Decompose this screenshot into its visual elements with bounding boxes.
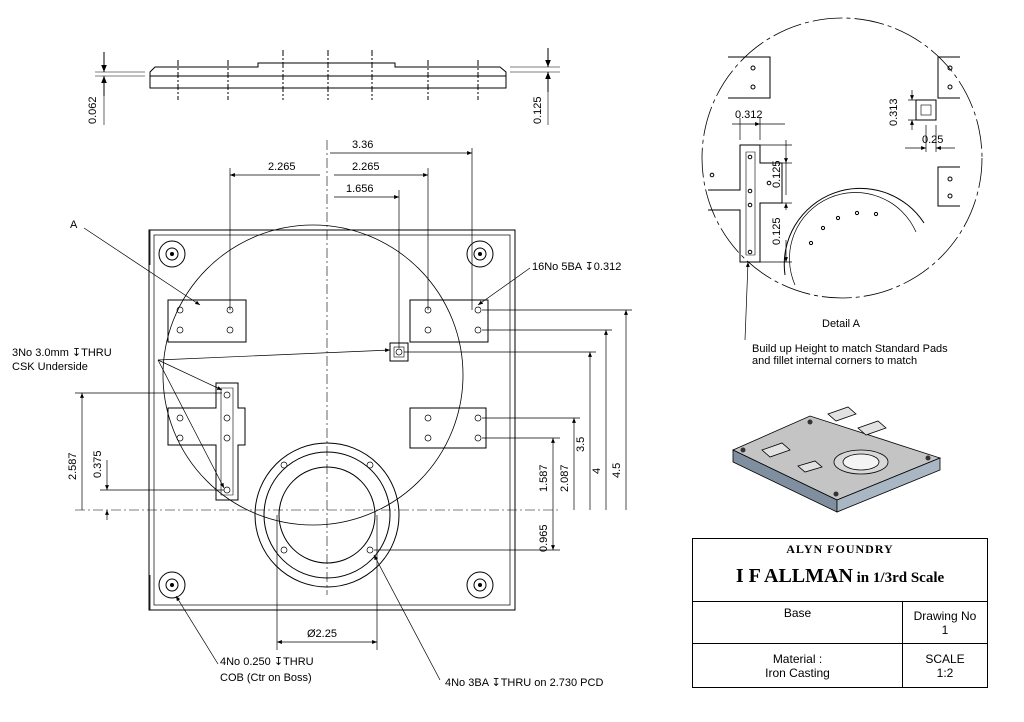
label-3-holes-2: CSK Underside: [12, 361, 88, 373]
company-name: ALYN FOUNDRY: [786, 541, 894, 556]
horizontal-dims: [229, 148, 473, 348]
scale-label: SCALE: [925, 651, 965, 666]
label-4-holes-2: COB (Ctr on Boss): [220, 672, 312, 684]
dim-2-587: 2.587: [67, 452, 79, 480]
plan-view: [148, 224, 516, 611]
drawing-title-main: I F ALLMAN: [735, 565, 853, 587]
scale-value: 1:2: [936, 665, 954, 680]
dim-0-375: 0.375: [92, 450, 104, 478]
dim-2-087: 2.087: [559, 464, 571, 492]
material-value: Iron Casting: [765, 665, 830, 680]
detail-dim-0-25: 0.25: [922, 134, 943, 146]
right-vertical-dims: [374, 309, 632, 551]
dim-4: 4: [591, 468, 603, 474]
label-4ba-holes: 4No 3BA ↧THRU on 2.730 PCD: [445, 677, 603, 689]
side-view: [95, 48, 560, 125]
tapped-holes: [176, 306, 482, 554]
material-cell: Material : Iron Casting: [693, 644, 903, 687]
dim-3-36: 3.36: [352, 139, 373, 151]
dim-1-656: 1.656: [346, 183, 374, 195]
detail-title: Detail A: [822, 318, 861, 330]
detail-dim-0-125-bottom: 0.125: [771, 217, 783, 245]
leaders: [83, 227, 531, 681]
diameter-dim: [276, 515, 378, 650]
drawing-title-sub: in 1/3rd Scale: [852, 570, 945, 586]
title-row: ALYN FOUNDRY I F ALLMAN in 1/3rd Scale: [693, 539, 987, 602]
detail-note-2: and fillet internal corners to match: [752, 355, 917, 367]
title-block: ALYN FOUNDRY I F ALLMAN in 1/3rd Scale B…: [692, 538, 988, 688]
dim-2-265-left: 2.265: [268, 161, 296, 173]
dim-diameter: Ø2.25: [307, 628, 337, 640]
label-3-holes-1: 3No 3.0mm ↧THRU: [12, 347, 112, 359]
label-4-holes-1: 4No 0.250 ↧THRU: [220, 656, 314, 668]
dim-1-587: 1.587: [538, 464, 550, 492]
material-label: Material :: [772, 651, 823, 666]
drawing-no-value: 1: [941, 622, 949, 637]
part-name: Base: [693, 602, 903, 643]
drawing-title: I F ALLMAN in 1/3rd Scale: [693, 565, 987, 601]
center-lines: [75, 140, 560, 595]
isometric-view: [732, 406, 942, 513]
detail-dim-0-313: 0.313: [888, 98, 900, 126]
dim-3-5: 3.5: [575, 437, 587, 452]
dim-thick: 0.125: [532, 96, 544, 124]
drawing-no-label: Drawing No: [913, 608, 977, 623]
dim-0-965: 0.965: [538, 524, 550, 552]
detail-dim-0-312: 0.312: [735, 109, 763, 121]
corner-bosses: [158, 240, 494, 599]
scale-cell: SCALE 1:2: [903, 644, 987, 687]
dim-2-265-right: 2.265: [352, 161, 380, 173]
left-vertical-dims: [75, 392, 224, 520]
detail-note-1: Build up Height to match Standard Pads: [752, 343, 948, 355]
detail-a: [701, 17, 983, 341]
dim-thin: 0.062: [87, 96, 99, 124]
label-16-holes: 16No 5BA ↧0.312: [532, 261, 621, 273]
label-a: A: [70, 219, 78, 231]
material-row: Material : Iron Casting SCALE 1:2: [693, 644, 987, 687]
drawing-no-cell: Drawing No 1: [903, 602, 987, 643]
part-row: Base Drawing No 1: [693, 602, 987, 644]
dim-4-5: 4.5: [611, 463, 623, 478]
detail-dim-0-125-top: 0.125: [771, 160, 783, 188]
